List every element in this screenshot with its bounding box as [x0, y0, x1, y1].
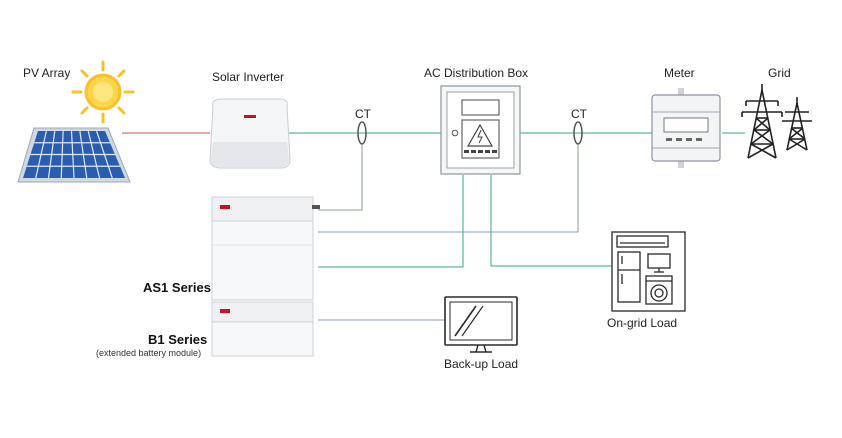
box-to-ongrid-line [490, 175, 612, 267]
ongrid-load-icon [611, 231, 686, 312]
ongrid-load-label: On-grid Load [607, 316, 678, 330]
sun-icon [71, 60, 135, 124]
ct-right-wire [318, 145, 579, 233]
ct-right-label: CT [571, 107, 587, 121]
backup-load-tv-icon [444, 296, 518, 353]
ct-left-wire [318, 145, 363, 211]
solar-inverter-label: Solar Inverter [212, 70, 285, 84]
b1-battery-icon [211, 301, 314, 357]
ac-distribution-box-icon [440, 85, 521, 175]
grid-tower-icon [741, 84, 812, 159]
b1-extended-note: (extended battery module) [96, 348, 202, 358]
as1-battery-icon [211, 196, 320, 301]
solar-inverter-icon [209, 98, 291, 169]
meter-icon [651, 88, 721, 168]
ct-left-label: CT [355, 107, 371, 121]
solar-panel-icon [17, 127, 131, 183]
as1-series-label: AS1 Series [143, 280, 211, 295]
meter-label: Meter [664, 66, 695, 80]
connection-lines [122, 132, 745, 321]
grid-label: Grid [768, 66, 791, 80]
ac-distribution-box-label: AC Distribution Box [424, 66, 529, 80]
pv-array-label: PV Array [23, 66, 71, 80]
box-to-battery-line [318, 175, 464, 268]
b1-series-label: B1 Series [148, 332, 208, 347]
ct-clamp-left [357, 121, 367, 145]
backup-load-label: Back-up Load [444, 357, 519, 371]
ct-clamp-right [573, 121, 583, 145]
